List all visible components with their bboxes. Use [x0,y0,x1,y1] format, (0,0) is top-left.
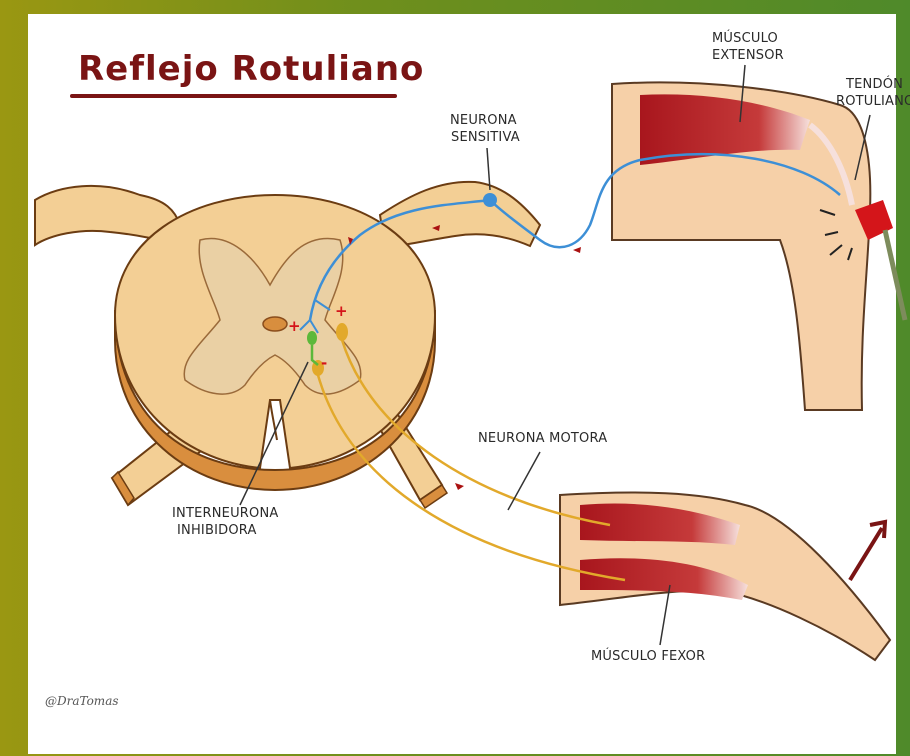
inhibitory-sign: - [321,354,327,372]
right-dorsal-root [380,182,540,248]
inhibitory-interneuron-body [307,331,317,345]
movement-arrow [850,528,882,580]
svg-text:MÚSCULO: MÚSCULO [712,30,778,46]
excitatory-sign-right: + [335,302,348,320]
page-title: Reflejo Rotuliano [78,49,424,89]
author-signature: @DraTomas [45,694,119,708]
label-sensory-neuron: NEURONA SENSITIVA [450,113,520,190]
svg-text:NEURONA: NEURONA [450,113,517,128]
svg-text:INTERNEURONA: INTERNEURONA [172,506,278,521]
sensory-neuron-body [483,193,497,207]
central-canal [263,317,287,331]
svg-text:ROTULIANO: ROTULIANO [836,94,910,109]
svg-text:NEURONA MOTORA: NEURONA MOTORA [478,431,607,446]
svg-text:INHIBIDORA: INHIBIDORA [177,523,257,538]
svg-text:SENSITIVA: SENSITIVA [451,130,520,145]
motor-neuron-body-extensor [336,323,348,341]
svg-text:MÚSCULO FEXOR: MÚSCULO FEXOR [591,648,705,664]
reflex-hammer-handle [885,230,905,320]
svg-text:EXTENSOR: EXTENSOR [712,48,784,63]
svg-text:TENDÓN: TENDÓN [845,76,903,92]
excitatory-sign-left: + [288,317,301,335]
